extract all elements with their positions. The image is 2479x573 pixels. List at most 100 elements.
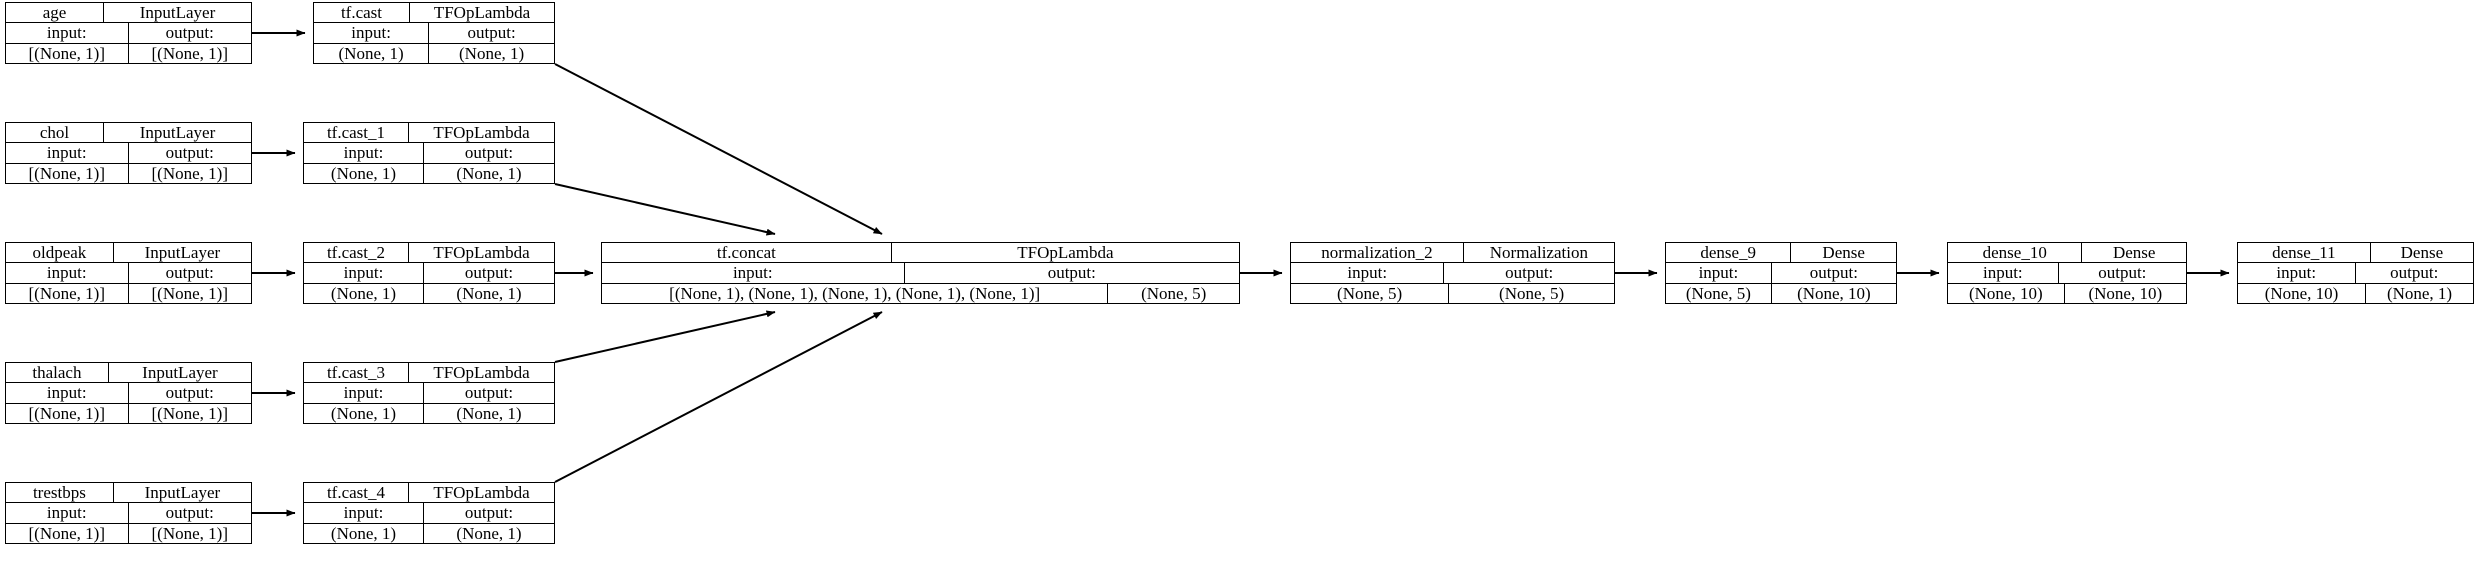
node-shape-row: [(None, 1), (None, 1), (None, 1), (None,…: [602, 283, 1239, 303]
output-shape: (None, 1): [2386, 283, 2453, 303]
output-shape: [(None, 1)]: [151, 523, 228, 543]
node-shape-row: [(None, 1)][(None, 1)]: [6, 163, 251, 183]
layer-type: TFOpLambda: [433, 483, 530, 503]
node-io-label-row: input:output:: [6, 383, 251, 404]
layer-type: InputLayer: [142, 363, 218, 383]
node-header-row: trestbps InputLayer: [6, 483, 251, 504]
input-shape: (None, 5): [1291, 283, 1450, 303]
output-shape: (None, 5): [1141, 283, 1207, 303]
layer-type: Dense: [2112, 243, 2156, 263]
layer-name: tf.cast_2: [304, 243, 409, 263]
node-shape-row: (None, 1)(None, 1): [304, 163, 554, 183]
input-label: input:: [304, 143, 424, 163]
node-io-label-row: input: output:: [304, 263, 554, 284]
input-label: input:: [304, 263, 424, 283]
node-header-row: tf.cast_1 TFOpLambda: [304, 123, 554, 144]
layer-name: dense_10: [1948, 243, 2083, 263]
input-label: input:: [1948, 263, 2059, 283]
output-shape: (None, 10): [1797, 283, 1871, 303]
node-io-label-row: input: output:: [1948, 263, 2186, 284]
output-label: output:: [464, 263, 514, 283]
node-header-row: oldpeak InputLayer: [6, 243, 251, 264]
output-label: output:: [467, 23, 516, 43]
input-label: input:: [314, 23, 430, 43]
input-label: input:: [2238, 263, 2356, 283]
layer-type: TFOpLambda: [433, 123, 530, 143]
input-shape: [(None, 1)]: [6, 283, 129, 303]
input-label: input:: [6, 263, 129, 283]
layer-name: oldpeak: [6, 243, 114, 263]
output-shape: (None, 10): [2088, 283, 2163, 303]
input-shape: [(None, 1)]: [6, 523, 129, 543]
output-shape: (None, 1): [456, 283, 522, 303]
layer-type: InputLayer: [139, 3, 216, 23]
input-label: input:: [1291, 263, 1445, 283]
node-shape-row: (None, 10) (None, 10): [1948, 283, 2186, 303]
node-io-label-row: input:output:: [1666, 263, 1896, 284]
output-label: output:: [165, 383, 214, 403]
input-shape: [(None, 1)]: [6, 163, 129, 183]
layer-name: tf.cast_3: [304, 363, 409, 383]
output-label: output:: [1505, 263, 1554, 283]
edge-tf_cast_4-to-tf_concat: [554, 311, 883, 483]
input-label: input:: [6, 23, 129, 43]
output-shape: (None, 1): [459, 43, 525, 63]
input-shape: [(None, 1)]: [6, 403, 129, 423]
node-io-label-row: input: output:: [6, 23, 251, 44]
output-label: output:: [165, 263, 214, 283]
layer-name: trestbps: [6, 483, 114, 503]
output-label: output:: [165, 503, 214, 523]
input-shape: (None, 10): [1948, 283, 2065, 303]
layer-name: tf.cast_1: [304, 123, 409, 143]
input-label: input:: [304, 383, 424, 403]
node-shape-row: [(None, 1)] [(None, 1)]: [6, 523, 251, 543]
input-shape: [(None, 1)]: [6, 43, 129, 63]
layer-name: tf.concat: [602, 243, 892, 263]
layer-type: Normalization: [1489, 243, 1588, 263]
layer-name: dense_9: [1666, 243, 1792, 263]
output-label: output:: [2098, 263, 2147, 283]
input-shape: (None, 1): [314, 43, 430, 63]
output-label: output:: [1809, 263, 1858, 283]
node-shape-row: (None, 1)(None, 1): [304, 403, 554, 423]
input-shape: (None, 10): [2238, 283, 2367, 303]
layer-type: InputLayer: [144, 483, 221, 503]
output-label: output:: [165, 23, 214, 43]
output-shape: (None, 1): [456, 163, 522, 183]
layer-node-normalization_2[interactable]: normalization_2 Normalization input: output…: [1290, 242, 1615, 304]
node-shape-row: [(None, 1)][(None, 1)]: [6, 283, 251, 303]
input-shape: (None, 5): [1666, 283, 1772, 303]
node-io-label-row: input: output:: [314, 23, 554, 44]
node-io-label-row: input:output:: [6, 143, 251, 164]
layer-name: chol: [6, 123, 104, 143]
input-shape: (None, 1): [304, 403, 424, 423]
node-io-label-row: input:output:: [602, 263, 1239, 284]
node-io-label-row: input:output:: [2238, 263, 2473, 284]
output-shape: [(None, 1)]: [151, 403, 228, 423]
node-header-row: dense_10 Dense: [1948, 243, 2186, 264]
layer-type: InputLayer: [144, 243, 221, 263]
layer-name: normalization_2: [1291, 243, 1464, 263]
edge-tf_cast_1-to-tf_concat: [554, 183, 776, 236]
output-label: output:: [1047, 263, 1096, 283]
layer-name: dense_11: [2238, 243, 2371, 263]
